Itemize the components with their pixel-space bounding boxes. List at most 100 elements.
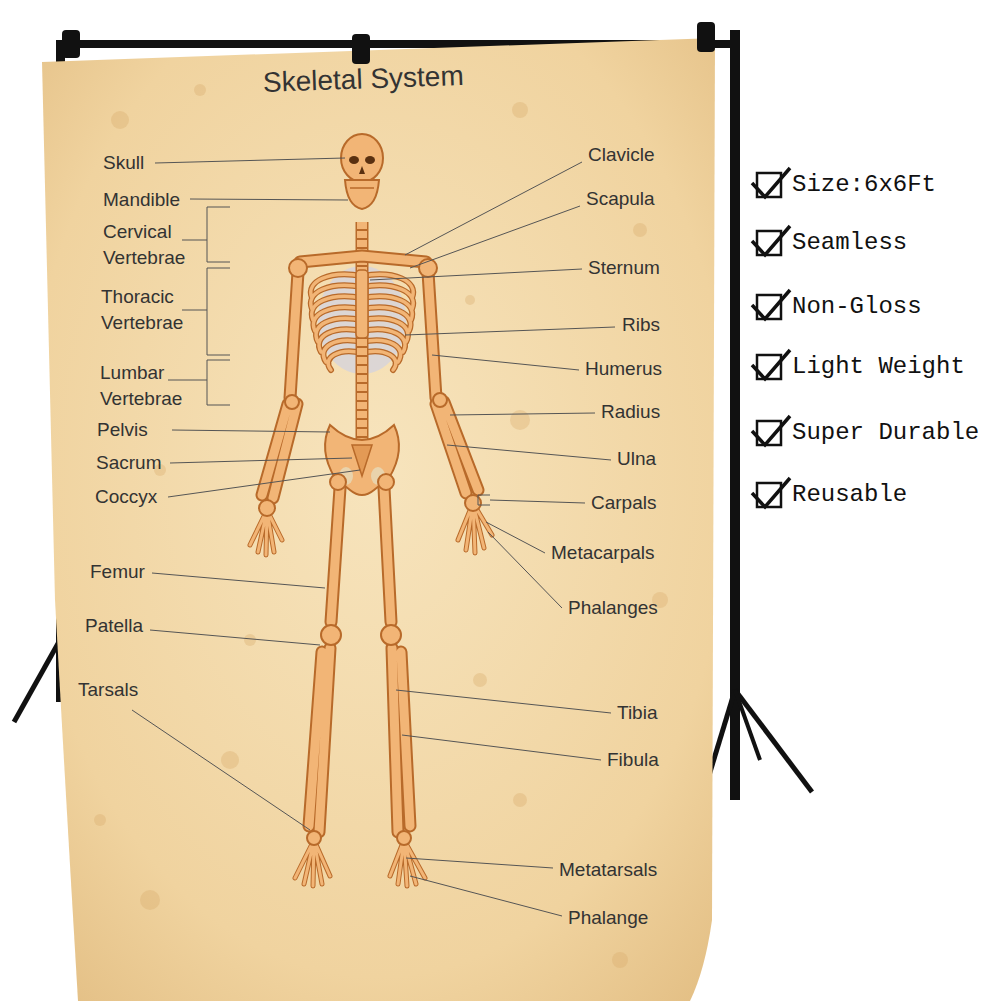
skeleton-figure-part [259,134,481,845]
skeleton-figure-part [356,270,368,338]
backdrop-clips [62,22,715,64]
skeleton-figure-part-part [397,831,411,845]
paper-speckles-part [510,410,530,430]
skeleton-figure-part [325,425,399,495]
bone-label: Radius [601,399,660,425]
paper-speckles-part [194,84,206,96]
bone-label: Humerus [585,356,662,382]
leader-lines-part [447,445,611,460]
paper-speckles-part [612,952,628,968]
leader-lines-part [402,735,601,760]
leader-lines-part [207,207,230,262]
backdrop-stand-part [14,640,60,722]
paper-speckles-part [633,223,647,237]
check-boxes-part [752,416,790,445]
bone-label: Metatarsals [559,857,657,883]
leader-lines-part [450,413,595,415]
paper-backdrop [42,38,715,1001]
leader-lines-part [168,470,360,497]
skeleton-figure-part [250,503,492,886]
bone-label: Metacarpals [551,540,655,566]
bone-label: Tarsals [78,677,138,703]
skeleton-figure-part-part [381,625,401,645]
leader-lines-part [168,380,207,381]
bone-label: Clavicle [588,142,655,168]
backdrop-clips-part [352,34,370,64]
leader-lines-part [410,206,580,268]
leader-lines-part [405,162,582,255]
paper-speckles [94,84,668,968]
leader-lines-part [182,240,207,241]
skeleton-figure-part [250,503,492,886]
leader-lines-part [150,630,320,645]
check-boxes-part [752,478,790,507]
paper-speckles-part [512,102,528,118]
paper-speckles-part [221,751,239,769]
leader-lines-part [370,269,582,280]
paper-speckles-part [473,673,487,687]
backdrop-stand-part [730,30,740,800]
skeleton-figure-part-part [465,495,481,511]
backdrop-clips-part [62,30,80,58]
skeleton-figure-part-part [345,180,379,209]
feature-label: Non-Gloss [792,291,922,323]
paper-speckles-part [244,634,256,646]
skeleton-figure-part-part [289,259,307,277]
skeleton-figure-part [352,445,372,476]
feature-label: Super Durable [792,417,979,449]
leader-lines-part [190,199,348,200]
skeleton-figure-part [262,256,478,832]
paper-speckles-part [140,890,160,910]
check-boxes-part [752,290,790,319]
backdrop-clips-part [697,22,715,52]
bone-label: Femur [90,559,145,585]
bone-label: Ulna [617,446,656,472]
leader-lines [132,158,615,916]
feature-label: Seamless [792,227,907,259]
bone-label: Tibia [617,700,657,726]
bone-label: Cervical Vertebrae [103,219,203,271]
leader-lines-part [396,690,611,713]
diagram-title: Skeletal System [262,59,464,100]
skeleton-figure-part [359,166,365,174]
leader-lines-part [406,858,553,868]
bone-label: Fibula [607,747,659,773]
bone-label: Coccyx [95,484,157,510]
bone-label: Lumbar Vertebrae [100,360,200,412]
bone-label: Ribs [622,312,660,338]
skeleton-figure-part-part [341,134,383,182]
leader-lines-part [207,360,230,405]
skeleton-figure [250,134,492,886]
bone-label: Scapula [586,186,655,212]
bone-label: Pelvis [97,417,148,443]
leader-lines-part [182,310,207,311]
paper-speckles-part [513,793,527,807]
skeleton-figure-part [350,187,374,189]
backdrop-stand-part [735,690,812,792]
paper-speckles-part [111,111,129,129]
paper-speckles-part [465,295,475,305]
bone-label: Phalange [568,905,648,931]
skeleton-figure-part [349,156,359,164]
leader-lines-part [170,458,352,463]
leader-lines-part [486,522,545,553]
feature-label: Size:6x6Ft [792,169,936,201]
paper-speckles-part [94,814,106,826]
skeleton-figure-part-part [307,831,321,845]
check-boxes-part [752,350,790,379]
skeleton-figure-part-part [321,625,341,645]
skeleton-figure-part-part [285,395,299,409]
leader-lines-part [155,158,345,163]
skeleton-figure-part [262,256,478,832]
skeleton-figure-part-part [378,474,394,490]
leader-lines-part [478,495,585,505]
leader-lines-part [172,430,330,432]
leader-lines-part [405,327,615,335]
bone-label: Skull [103,150,144,176]
leader-lines-part [132,710,310,830]
skeleton-figure-part-part [433,393,447,407]
check-boxes-part [752,226,790,255]
bone-label: Carpals [591,490,656,516]
feature-label: Light Weight [792,351,965,383]
leader-lines-part [432,355,579,370]
